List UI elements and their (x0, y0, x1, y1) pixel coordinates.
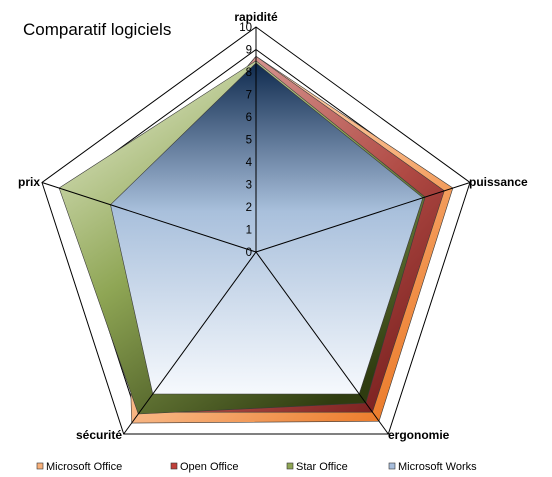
chart-title: Comparatif logiciels (23, 20, 171, 39)
tick-label-7: 7 (246, 90, 252, 102)
tick-label-8: 8 (246, 67, 252, 79)
tick-label-3: 3 (246, 180, 252, 192)
spoke-4 (41, 182, 257, 253)
grid-ring-10 (41, 26, 471, 435)
axis-label-2: ergonomie (388, 428, 450, 442)
tick-label-5: 5 (246, 135, 252, 147)
axis-label-1: puissance (469, 175, 528, 189)
tick-label-0: 0 (246, 247, 252, 259)
legend-label-0: Microsoft Office (46, 461, 122, 473)
spoke-3 (123, 251, 257, 435)
radar-ticks: 0 1 2 3 4 5 6 7 8 9 10 (239, 22, 252, 259)
axis-label-3: sécurité (76, 428, 122, 442)
legend-swatch-3 (388, 462, 396, 470)
radar-spokes (41, 27, 471, 435)
legend-label-2: Star Office (296, 461, 348, 473)
legend-swatch-0 (36, 462, 44, 470)
tick-label-6: 6 (246, 112, 252, 124)
legend-label-1: Open Office (180, 461, 239, 473)
chart-legend: Microsoft Office Open Office Star Office Mi… (36, 461, 477, 473)
tick-label-2: 2 (246, 202, 252, 214)
radar-series (58, 55, 454, 424)
spoke-2 (255, 251, 389, 435)
tick-label-1: 1 (246, 225, 252, 237)
axis-label-4: prix (18, 175, 40, 189)
radar-axis-labels: rapidité puissance ergonomie sécurité prix (18, 10, 528, 442)
tick-label-9: 9 (246, 45, 252, 57)
axis-label-0: rapidité (234, 10, 278, 24)
tick-label-4: 4 (246, 157, 253, 169)
series-area-3 (110, 62, 424, 395)
legend-label-3: Microsoft Works (398, 461, 477, 473)
legend-swatch-1 (170, 462, 178, 470)
spoke-1 (255, 182, 471, 253)
legend-swatch-2 (286, 462, 294, 470)
tick-label-10: 10 (239, 22, 252, 34)
